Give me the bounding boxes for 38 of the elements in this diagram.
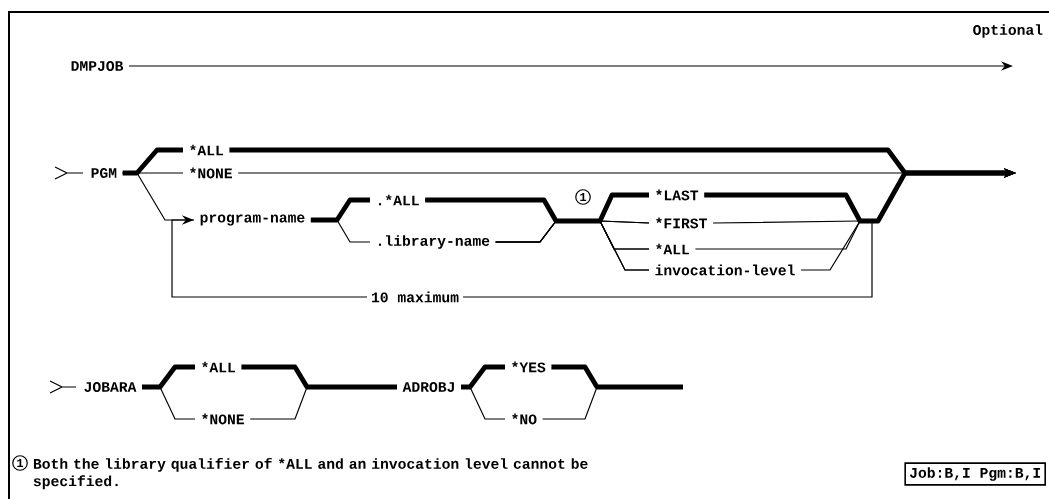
syntax-path bbox=[425, 192, 649, 224]
syntax-keyword: *LAST bbox=[656, 189, 699, 201]
syntax-keyword: *NONE bbox=[202, 413, 244, 425]
syntax-path bbox=[249, 386, 398, 420]
syntax-keyword: *ALL bbox=[202, 361, 236, 373]
syntax-keyword: ADROBJ bbox=[402, 382, 454, 392]
edge-label: 10 maximum bbox=[367, 287, 463, 307]
syntax-path bbox=[542, 386, 684, 420]
syntax-keyword: .library-name bbox=[379, 235, 490, 249]
syntax-path bbox=[460, 386, 506, 420]
syntax-keyword: *ALL bbox=[656, 243, 690, 255]
syntax-path bbox=[310, 197, 370, 223]
syntax-keyword: *ALL bbox=[190, 144, 224, 156]
syntax-keyword: PGM bbox=[91, 168, 117, 178]
corner-label: Optional bbox=[973, 24, 1043, 38]
syntax-keyword: *YES bbox=[512, 361, 546, 373]
syntax-path bbox=[141, 386, 196, 420]
syntax-path bbox=[122, 172, 195, 221]
syntax-keyword: invocation-level bbox=[655, 264, 795, 276]
syntax-path bbox=[122, 147, 183, 176]
syntax-path bbox=[551, 364, 683, 390]
syntax-keyword: *NONE bbox=[190, 167, 232, 179]
footnote-text: Both the library qualifier of *ALL and an invocation level cannot be specified. bbox=[33, 457, 588, 490]
footnote-number: 1 bbox=[575, 189, 591, 205]
syntax-keyword: JOBARA bbox=[84, 382, 137, 392]
syntax-path bbox=[171, 215, 873, 298]
syntax-keyword: .*ALL bbox=[379, 194, 419, 206]
syntax-path bbox=[310, 219, 371, 243]
syntax-path bbox=[142, 364, 195, 390]
syntax-keyword: DMPJOB bbox=[71, 61, 124, 71]
syntax-path bbox=[495, 220, 650, 271]
authority-box: Job:B,I Pgm:B,I bbox=[904, 462, 1046, 486]
syntax-keyword: *FIRST bbox=[656, 217, 707, 229]
syntax-keyword: *NO bbox=[512, 413, 537, 425]
footnote-number: 1 bbox=[12, 455, 28, 471]
syntax-path bbox=[241, 364, 397, 390]
syntax-keyword: program-name bbox=[200, 214, 305, 226]
syntax-path bbox=[461, 364, 505, 390]
